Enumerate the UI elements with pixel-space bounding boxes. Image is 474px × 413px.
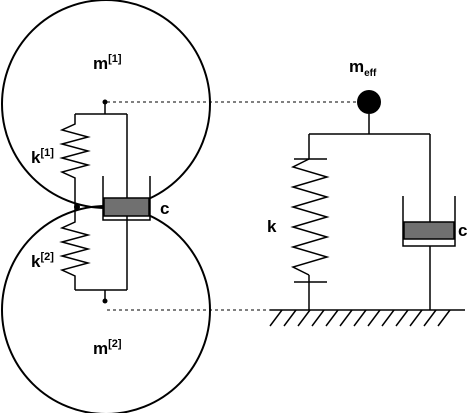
particle-2-center	[102, 298, 108, 304]
effective-spring-damper	[270, 114, 465, 311]
spring-k2	[59, 206, 91, 290]
effective-spring	[290, 158, 330, 276]
particle-2-mass-label: m[2]	[93, 338, 122, 358]
effective-damper-label: c	[458, 221, 467, 240]
spring-k1-label: k[1]	[31, 147, 54, 167]
contact-spring-assembly	[59, 104, 151, 300]
ground-hatch-mark	[409, 309, 423, 327]
ground-hatch-mark	[283, 309, 297, 327]
ground-hatch	[269, 309, 451, 327]
spring-k1	[59, 114, 91, 206]
particle-1-center	[102, 99, 108, 105]
contact-damper-label: c	[160, 199, 169, 218]
effective-spring-label: k	[267, 217, 277, 236]
ground-hatch-mark	[423, 309, 437, 327]
spring-k2-label: k[2]	[31, 251, 54, 271]
ground-hatch-mark	[395, 309, 409, 327]
effective-mass-label: meff	[349, 57, 377, 79]
ground-hatch-mark	[325, 309, 339, 327]
effective-damper-piston	[403, 221, 455, 240]
effective-mass	[357, 90, 381, 114]
ground-hatch-mark	[437, 309, 451, 327]
ground-hatch-mark	[381, 309, 395, 327]
ground-hatch-mark	[297, 309, 311, 327]
ground-hatch-mark	[367, 309, 381, 327]
ground-hatch-mark	[269, 309, 283, 327]
particle-2-circle	[1, 205, 211, 413]
ground-hatch-mark	[311, 309, 325, 327]
particle-1-mass-label: m[1]	[93, 53, 122, 73]
ground-hatch-mark	[339, 309, 353, 327]
contact-damper-piston	[103, 197, 150, 217]
ground-hatch-mark	[353, 309, 367, 327]
